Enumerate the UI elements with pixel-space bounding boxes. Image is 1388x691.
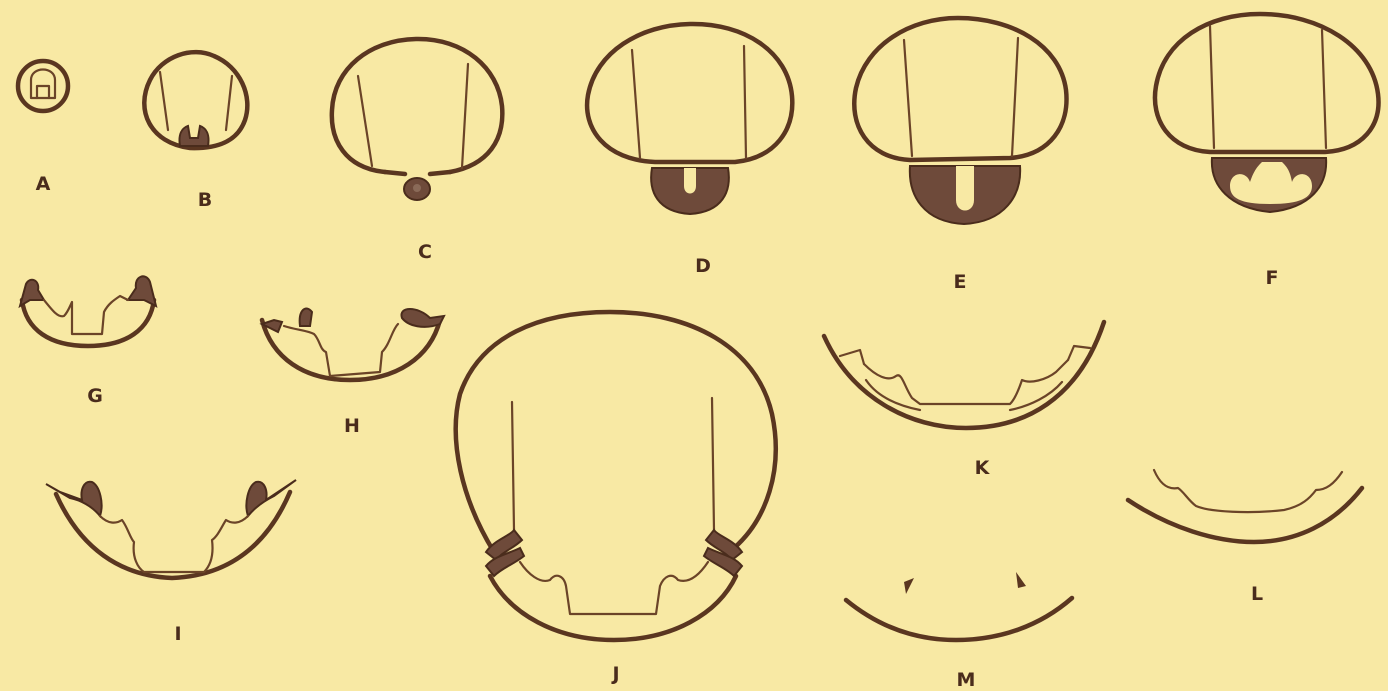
figure-e-outline [854, 18, 1066, 160]
figure-i: I [46, 480, 296, 645]
figure-g-right-horn [128, 276, 156, 306]
figure-c-outline [332, 39, 503, 172]
figure-c-hypostome-spot [413, 184, 421, 192]
figure-h: H [262, 308, 444, 437]
figure-e: E [854, 18, 1066, 293]
label-b: B [198, 189, 212, 211]
figure-g-left-horn [20, 280, 44, 306]
figure-a: A [18, 61, 68, 195]
figure-f-sutures [1210, 26, 1326, 148]
figure-k-hypostome [864, 360, 1068, 404]
figure-m-left-mark [904, 578, 914, 594]
figure-j-outline-bottom [490, 576, 736, 640]
figure-e-sutures [904, 38, 1018, 156]
label-c: C [418, 241, 432, 263]
figure-k-outline [824, 322, 1104, 428]
label-g: G [87, 385, 103, 407]
figure-m-right-mark [1016, 572, 1026, 588]
figure-b-hypostome [179, 126, 208, 146]
label-f: F [1266, 267, 1279, 289]
figure-d-outline [587, 24, 792, 162]
figure-c-margin [385, 172, 450, 174]
figure-i-left-horn [46, 482, 102, 516]
figure-k-border [866, 380, 1062, 410]
label-m: M [957, 669, 976, 691]
figure-j: J [456, 312, 776, 685]
figure-a-inner-notch [37, 86, 49, 98]
label-h: H [344, 415, 360, 437]
figure-d-hypostome-notch [684, 168, 696, 194]
figure-b: B [144, 52, 247, 211]
figure-l: L [1128, 470, 1362, 605]
label-i: I [174, 623, 181, 645]
label-d: D [695, 255, 711, 277]
figure-f-outline [1155, 14, 1379, 152]
figure-g: G [20, 276, 156, 407]
figure-d: D [587, 24, 792, 277]
figure-k: K [824, 322, 1104, 479]
figure-b-sutures [160, 72, 232, 130]
figure-d-sutures [632, 46, 746, 158]
figure-k-horn-marks [840, 346, 1090, 364]
figure-g-outline [22, 300, 154, 346]
figure-m-outline [846, 598, 1072, 640]
figure-j-sutures [512, 398, 714, 530]
label-a: A [36, 173, 51, 195]
figure-a-inner [31, 70, 55, 99]
figure-j-hypostome [520, 562, 708, 614]
label-l: L [1251, 583, 1263, 605]
label-e: E [954, 271, 967, 293]
figure-c: C [332, 39, 503, 263]
figure-g-hypostome [44, 296, 128, 334]
figure-f: F [1155, 14, 1379, 289]
figure-h-left-horn [300, 308, 312, 326]
label-j: J [610, 663, 619, 685]
figure-e-hypostome-notch [956, 166, 974, 211]
figure-l-outline [1128, 488, 1362, 542]
figure-m: M [846, 572, 1072, 691]
figure-b-outline [144, 52, 247, 148]
label-k: K [975, 457, 991, 479]
figure-j-outline-top [456, 312, 776, 552]
figure-l-hypostome [1154, 470, 1342, 512]
figure-c-sutures [358, 64, 468, 168]
figure-h-right-horn [401, 309, 444, 327]
figure-h-outline [262, 320, 440, 380]
